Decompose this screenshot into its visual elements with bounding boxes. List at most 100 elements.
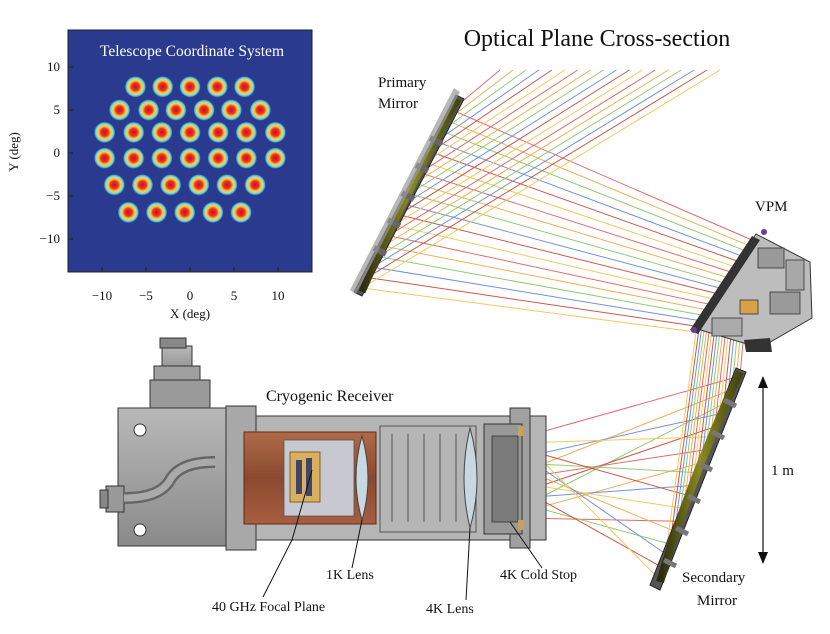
beam-spot	[264, 147, 287, 170]
figure-title: Optical Plane Cross-section	[464, 26, 731, 52]
ray	[425, 161, 736, 268]
beam-spot	[124, 75, 147, 98]
x-tick-label: −10	[92, 288, 112, 303]
beam-spots	[93, 75, 287, 224]
lens-1k-label: 1K Lens	[326, 568, 374, 583]
beam-spot	[220, 99, 243, 121]
ray	[409, 69, 604, 195]
y-tick-label: −10	[40, 231, 60, 246]
ray	[519, 467, 681, 534]
beam-spot	[207, 147, 230, 170]
beam-spot	[207, 121, 230, 144]
y-tick-label: 5	[54, 102, 61, 117]
beam-spot	[179, 75, 201, 98]
beam-spot	[230, 201, 253, 224]
ray	[404, 203, 723, 290]
lens-4k-label: 4K Lens	[426, 602, 474, 617]
ray	[446, 120, 749, 246]
beam-spot	[173, 201, 196, 224]
ray	[451, 109, 753, 241]
ray	[377, 69, 682, 258]
ray	[367, 69, 708, 278]
ray	[425, 69, 565, 163]
ray	[519, 375, 741, 439]
beam-spot	[244, 173, 267, 196]
scale-bar-label: 1 m	[771, 463, 794, 479]
leader-lines	[262, 469, 543, 601]
x-tick-label: 5	[231, 288, 238, 303]
ray	[430, 151, 739, 263]
secondary-mirror-label-line1: Secondary	[682, 570, 746, 586]
beam-spot	[93, 147, 116, 170]
ray	[367, 277, 700, 328]
ray	[372, 69, 695, 268]
x-tick-label: −5	[139, 288, 153, 303]
beam-spot	[137, 99, 160, 121]
beam-spot	[159, 173, 182, 196]
inset-title: Telescope Coordinate System	[100, 43, 284, 60]
beam-spot	[193, 99, 216, 121]
cryogenic-receiver-label: Cryogenic Receiver	[266, 388, 394, 405]
primary-mirror-label: Primary Mirror	[378, 75, 427, 112]
inset-plot: Telescope Coordinate System −10 −5 0 5 10 10 5…	[6, 29, 313, 321]
beam-spot	[233, 75, 256, 98]
ray	[430, 69, 553, 153]
ray	[414, 182, 730, 279]
ray	[372, 266, 703, 322]
scale-bar: 1 m	[758, 376, 794, 564]
beam-spot	[179, 121, 201, 144]
x-tick-label: 10	[272, 288, 285, 303]
ray	[441, 130, 746, 252]
beam-spot	[235, 121, 258, 144]
beam-spot	[108, 99, 131, 121]
ray	[519, 448, 713, 479]
beam-spot	[145, 201, 168, 224]
cryogenic-receiver	[99, 337, 547, 551]
ray	[382, 69, 669, 247]
x-tick-label: 0	[187, 288, 194, 303]
ray	[519, 462, 704, 474]
beam-spot	[179, 147, 201, 170]
ray	[414, 69, 591, 184]
ray	[519, 447, 695, 498]
secondary-mirror-label: Secondary Mirror	[682, 570, 746, 609]
beam-spot	[117, 201, 140, 224]
vpm	[690, 229, 813, 352]
beam-spot	[206, 75, 229, 98]
ray	[519, 460, 709, 514]
ray	[377, 256, 706, 317]
ray	[398, 69, 630, 216]
secondary-mirror	[649, 367, 747, 591]
primary-mirror	[350, 88, 465, 297]
y-tick-label: 10	[47, 59, 60, 74]
ray	[404, 69, 617, 205]
ray	[398, 214, 720, 295]
ray	[409, 193, 726, 284]
inset-y-label: Y (deg)	[6, 132, 21, 172]
inset-x-label: X (deg)	[170, 306, 210, 321]
beam-spot	[187, 173, 210, 196]
ray	[361, 69, 721, 289]
focal-plane-label: 40 GHz Focal Plane	[212, 600, 325, 615]
ray	[393, 224, 716, 301]
beam-spot	[150, 147, 173, 170]
beam-spot	[93, 121, 116, 144]
primary-mirror-label-line2: Mirror	[378, 96, 418, 112]
beam-spot	[122, 147, 145, 170]
ray	[393, 69, 643, 226]
beam-spot	[201, 201, 224, 224]
ray	[388, 235, 713, 306]
cold-stop-label: 4K Cold Stop	[500, 568, 577, 583]
y-tick-label: 0	[54, 145, 61, 160]
ray	[519, 484, 699, 499]
beam-spot	[235, 147, 258, 170]
ray	[519, 482, 690, 510]
ray	[519, 517, 685, 522]
ray	[519, 387, 736, 474]
beam-spot	[122, 121, 145, 144]
ray	[388, 69, 656, 237]
primary-mirror-label-line1: Primary	[378, 75, 427, 91]
secondary-mirror-label-line2: Mirror	[697, 593, 737, 609]
beam-spot	[103, 173, 126, 196]
